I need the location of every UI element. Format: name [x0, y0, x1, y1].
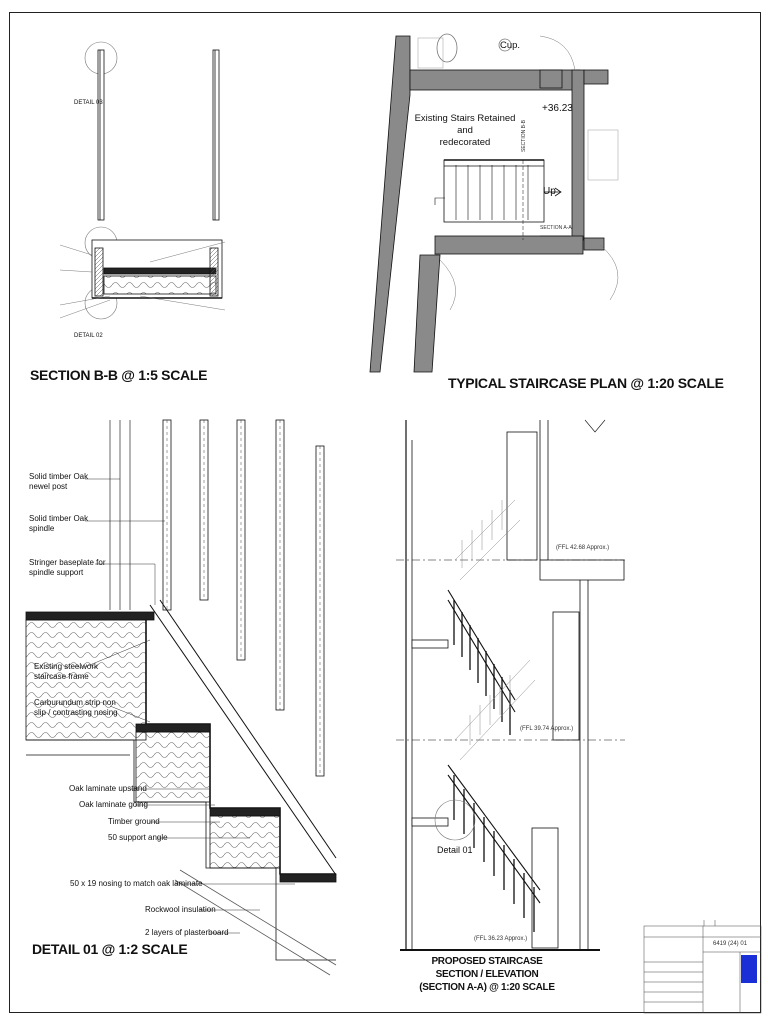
detail03-label: DETAIL 03 [74, 100, 103, 106]
label-spindle: Solid timber Oak spindle [29, 514, 88, 534]
label-going: Oak laminate going [79, 800, 148, 809]
detail02-label: DETAIL 02 [74, 333, 103, 339]
label-carburundum-line1: Carburundum strip non [34, 698, 116, 707]
label-ground: Timber ground [108, 817, 160, 826]
detail01-title: DETAIL 01 @ 1:2 SCALE [32, 941, 188, 957]
label-spindle-line2: spindle [29, 524, 55, 533]
plan-level-label: +36.23 [542, 103, 573, 114]
title-block [643, 920, 762, 1014]
ffl-top-label: (FFL 42.68 Approx.) [556, 545, 610, 551]
elevation-drawing [396, 419, 625, 951]
label-newel-line2: newel post [29, 482, 68, 491]
elevation-title-line2: (SECTION A-A) @ 1:20 SCALE [419, 982, 555, 993]
plan-up-label: Up [543, 186, 556, 197]
label-newel: Solid timber Oak newel post [29, 472, 88, 492]
section-bb-title: SECTION B-B @ 1:5 SCALE [30, 367, 208, 383]
label-spindle-line1: Solid timber Oak [29, 514, 89, 523]
plan-section-aa-marker: SECTION A-A [540, 225, 572, 231]
elevation-title-line1: PROPOSED STAIRCASE SECTION / ELEVATION [431, 956, 543, 980]
drawing-number: 6419 (24) 01 [713, 941, 748, 947]
plan-existing-note: Existing Stairs Retained and redecorated [410, 113, 520, 149]
detail01-drawing [25, 419, 337, 976]
label-rockwool: Rockwool insulation [145, 905, 216, 914]
label-steelwork-line2: staircase frame [34, 672, 89, 681]
label-steelwork-line1: Existing steelwork [34, 662, 99, 671]
drawing-sheet [9, 12, 761, 1013]
label-carburundum: Carburundum strip non slip / contrasting… [34, 698, 118, 718]
plan-title: TYPICAL STAIRCASE PLAN @ 1:20 SCALE [448, 375, 724, 391]
section-bb-drawing [59, 41, 226, 320]
plan-drawing [369, 33, 619, 373]
ffl-mid-label: (FFL 39.74 Approx.) [520, 726, 574, 732]
detail01-callout: Detail 01 [437, 845, 473, 855]
plan-section-bb-marker: SECTION B-B [521, 120, 527, 152]
label-upstand: Oak laminate upstand [69, 784, 147, 793]
plan-existing-note-line2: redecorated [439, 137, 491, 148]
label-steelwork: Existing steelwork staircase frame [34, 662, 98, 682]
label-stringer: Stringer baseplate for spindle support [29, 558, 106, 578]
ffl-bot-label: (FFL 36.23 Approx.) [474, 936, 528, 942]
label-stringer-line1: Stringer baseplate for [29, 558, 106, 567]
label-angle: 50 support angle [108, 833, 168, 842]
elevation-title: PROPOSED STAIRCASE SECTION / ELEVATION (… [417, 955, 557, 994]
plan-cup-label: Cup. [500, 40, 521, 51]
plan-existing-note-line1: Existing Stairs Retained and [414, 113, 516, 136]
label-carburundum-line2: slip / contrasting nosing [34, 708, 118, 717]
label-plaster: 2 layers of plasterboard [145, 928, 229, 937]
label-nosing: 50 x 19 nosing to match oak laminate [70, 879, 203, 888]
label-stringer-line2: spindle support [29, 568, 84, 577]
label-newel-line1: Solid timber Oak [29, 472, 89, 481]
